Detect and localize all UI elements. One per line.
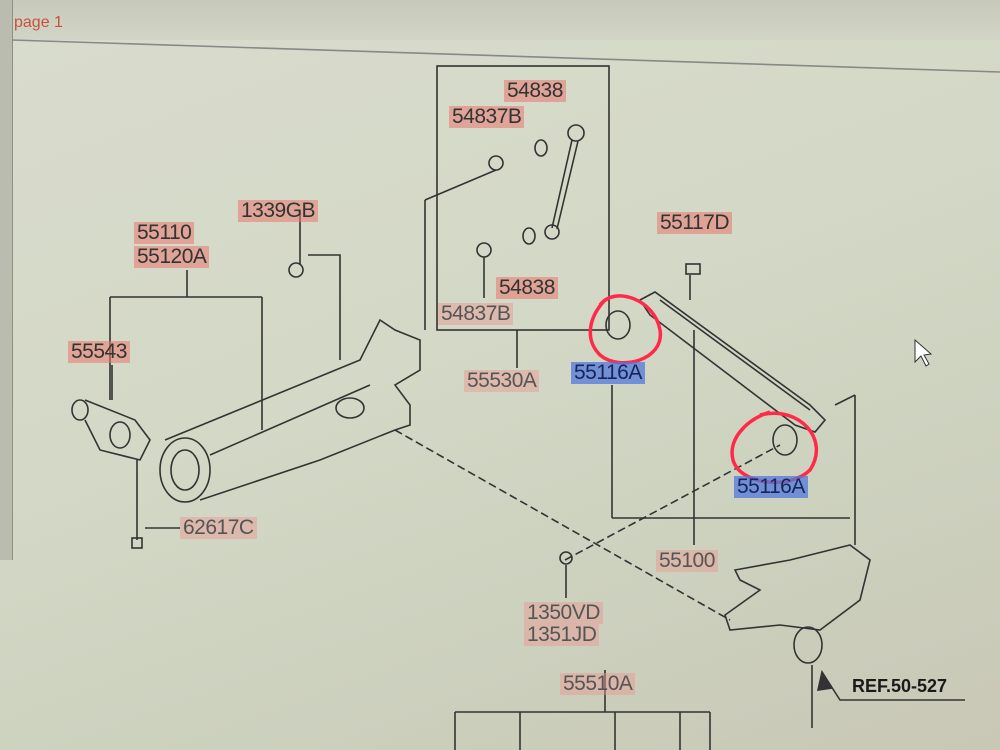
nut-1339GB	[288, 262, 304, 278]
label-54838-top[interactable]: 54838	[504, 80, 566, 102]
label-1351JD[interactable]: 1351JD	[524, 624, 600, 646]
label-54837B-bottom[interactable]: 54837B	[438, 303, 514, 325]
label-55116A-upper[interactable]: 55116A	[571, 362, 645, 384]
label-1350VD[interactable]: 1350VD	[524, 602, 603, 624]
label-1339GB[interactable]: 1339GB	[238, 200, 319, 222]
label-55117D[interactable]: 55117D	[657, 212, 733, 234]
dash-line-2	[564, 444, 781, 561]
label-55120A[interactable]: 55120A	[134, 246, 210, 268]
mouse-cursor-icon	[914, 338, 933, 367]
label-55530A[interactable]: 55530A	[464, 370, 540, 392]
bushing-55543-drawing	[71, 399, 180, 549]
label-55510A[interactable]: 55510A	[560, 673, 636, 695]
label-55100[interactable]: 55100	[656, 550, 718, 572]
annotation-circle-upper	[588, 294, 662, 365]
label-55543[interactable]: 55543	[68, 341, 130, 363]
window-top-bar	[0, 0, 1000, 40]
knuckle-drawing	[724, 544, 965, 728]
reference-label[interactable]: REF.50-527	[852, 676, 948, 696]
label-62617C[interactable]: 62617C	[180, 517, 257, 539]
stabilizer-link-kit-box	[436, 65, 610, 331]
stabilizer-link-drawing	[424, 124, 585, 330]
label-54837B-top[interactable]: 54837B	[449, 106, 525, 128]
trailing-arm-drawing	[159, 318, 421, 503]
label-55116A-lower[interactable]: 55116A	[734, 476, 808, 498]
label-55110[interactable]: 55110	[134, 222, 195, 244]
lower-arm-55100-drawing	[605, 263, 856, 545]
page-edge-line	[11, 39, 1000, 73]
window-left-edge	[0, 0, 13, 560]
dash-line-1	[394, 429, 731, 621]
page-label: page 1	[14, 14, 63, 31]
label-54838-bottom[interactable]: 54838	[496, 277, 558, 299]
